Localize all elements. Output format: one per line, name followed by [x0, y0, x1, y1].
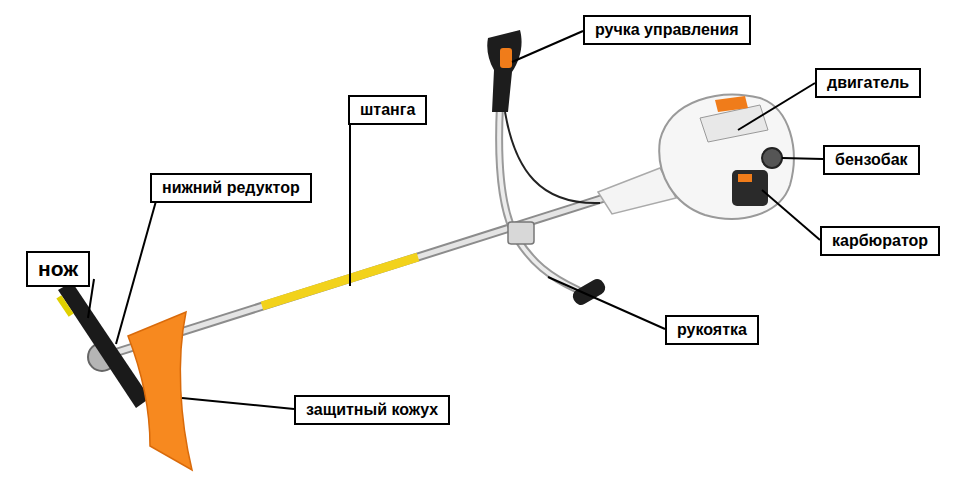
blade-sticker: [56, 295, 73, 317]
part-label: карбюратор: [832, 231, 928, 250]
throttle-cable: [505, 112, 600, 203]
part-label: бензобак: [835, 150, 908, 169]
guard: [128, 312, 192, 470]
control-handle: [487, 30, 521, 112]
fuel-cap: [762, 148, 782, 168]
handle-bar: [499, 105, 578, 290]
carburetor-cover: [732, 170, 768, 206]
leader-line: [349, 122, 351, 286]
label-box: ручка управления: [583, 15, 751, 45]
label-box: штанга: [348, 95, 427, 125]
label-box: нижний редуктор: [150, 173, 312, 203]
label-box: карбюратор: [820, 226, 940, 256]
shaft-sticker: [262, 257, 418, 306]
leader-line: [512, 31, 583, 62]
label-box: рукоятка: [665, 315, 759, 345]
handle-grip: [570, 277, 607, 308]
leader-lines: [88, 31, 823, 409]
part-label: рукоятка: [677, 320, 747, 339]
part-label: нож: [38, 256, 78, 281]
handle-bar-highlight: [499, 105, 578, 290]
part-label: штанга: [360, 100, 415, 119]
leader-line: [182, 398, 294, 409]
label-box: защитный кожух: [294, 395, 450, 425]
leader-line: [738, 83, 815, 130]
part-label: защитный кожух: [306, 400, 438, 419]
handle-clamp: [508, 222, 534, 244]
part-label: ручка управления: [595, 20, 739, 39]
label-box: нож: [26, 251, 90, 287]
engine-vent: [700, 105, 768, 142]
part-label: нижний редуктор: [162, 178, 300, 197]
primer: [738, 174, 752, 182]
throttle-trigger: [500, 48, 512, 68]
leader-line: [782, 158, 823, 159]
label-box: двигатель: [815, 68, 921, 98]
leader-line: [762, 190, 820, 240]
engine-accent: [715, 96, 748, 112]
label-box: бензобак: [823, 145, 920, 175]
leader-line: [116, 201, 156, 344]
part-label: двигатель: [827, 73, 909, 92]
leader-line: [548, 277, 665, 329]
